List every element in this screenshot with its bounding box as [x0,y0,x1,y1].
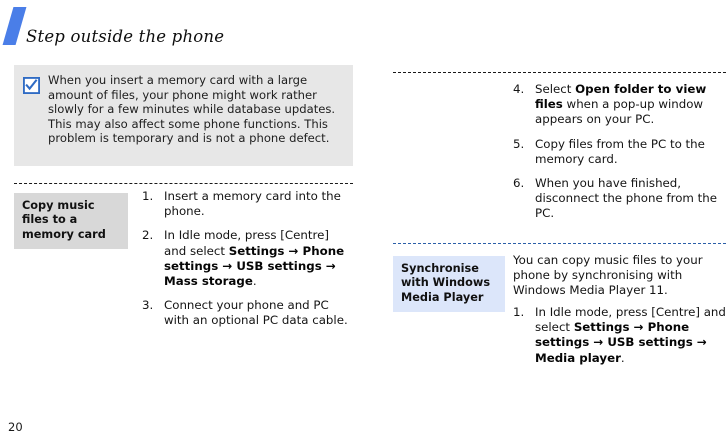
synchronise-intro-text: You can copy music files to your phone b… [513,253,703,298]
note-text: When you insert a memory card with a lar… [48,73,336,146]
separator-right-top [393,72,726,73]
label-synchronise-windows-media-player: Synchronise with Windows Media Player [393,256,505,313]
list-item-number: 5. [513,136,525,151]
list-item: 4. Select Open folder to view files when … [513,82,726,128]
list-item-number: 1. [142,189,154,203]
list-item: 2. In Idle mode, press [Centre] and selec… [142,228,353,289]
list-item-number: 6. [513,176,525,191]
page-title: Step outside the phone [26,27,225,46]
list-item-text: When you have finished, disconnect the p… [535,176,718,221]
page-number: 20 [8,420,23,434]
list-item-text: In Idle mode, press [Centre] and select … [164,228,345,289]
right-column: 4. Select Open folder to view files when … [393,0,726,441]
list-item: 1. In Idle mode, press [Centre] and selec… [513,305,726,366]
separator-left-top [14,183,353,184]
note-callout-box: When you insert a memory card with a lar… [14,65,353,166]
list-item: 5. Copy files from the PC to the memory c… [513,137,726,167]
list-item-text: Insert a memory card into the phone. [164,189,341,219]
label-copy-music-files: Copy music files to a memory card [14,193,128,250]
left-column: When you insert a memory card with a lar… [14,0,353,441]
steps-list-right-continued: 4. Select Open folder to view files when … [513,82,726,222]
list-item: 3. Connect your phone and PC with an opti… [142,298,353,328]
list-item-number: 4. [513,82,525,96]
list-item-text: In Idle mode, press [Centre] and select … [535,305,726,365]
list-item-text: Select Open folder to view files when a … [535,82,707,127]
list-item-text: Connect your phone and PC with an option… [164,298,348,328]
list-item: 6. When you have finished, disconnect the… [513,176,726,222]
steps-list-left: 1. Insert a memory card into the phone. 2.… [142,189,353,329]
list-item-number: 3. [142,298,154,313]
list-item-number: 1. [513,305,525,319]
list-item-number: 2. [142,228,154,243]
list-item-text: Copy files from the PC to the memory car… [535,136,705,166]
steps-list-right-synchronise: 1. In Idle mode, press [Centre] and selec… [513,305,726,366]
list-item: 1. Insert a memory card into the phone. [142,189,353,219]
separator-right-mid [393,243,726,244]
checkbox-checked-icon [23,77,40,94]
